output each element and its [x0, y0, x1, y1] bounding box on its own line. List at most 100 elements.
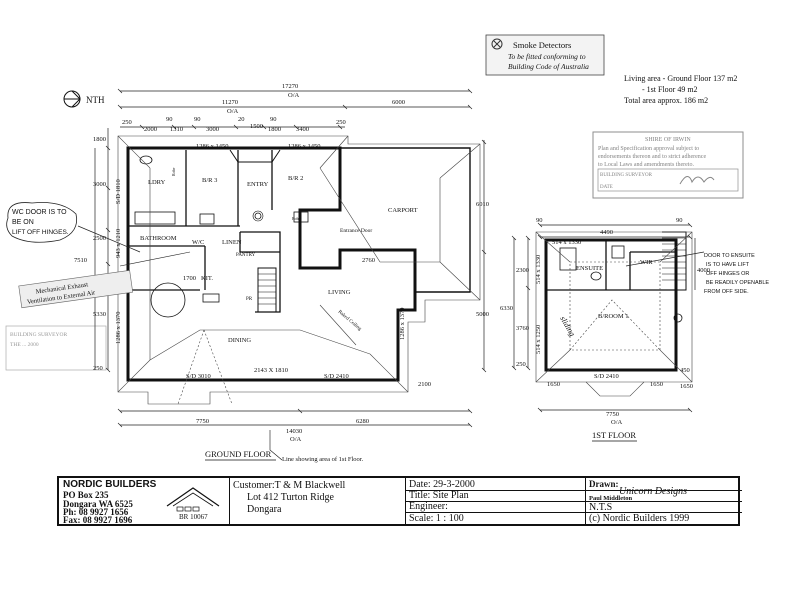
ff-room-bedroom: B/ROOM 1 — [598, 313, 629, 320]
gf-seg-8: 90 — [194, 116, 201, 123]
gf-win-0: 1286 x 1450 — [196, 143, 229, 150]
gf-room-labels: 1286 x 1450 1286 x 1450 S/D 1810 943 x 1… — [115, 143, 418, 380]
gf-win-6: 2143 X 1810 — [254, 367, 288, 374]
tb-col-company — [59, 478, 230, 524]
tb-rule-2 — [405, 501, 585, 502]
gf-bottom-oa: O/A — [290, 436, 302, 443]
wc-door-note: WC DOOR IS TO BE ON LIFT OFF HINGES. — [6, 202, 141, 253]
wc-note-3: LIFT OFF HINGES. — [12, 229, 69, 236]
tb-company: NORDIC BUILDERS — [63, 479, 157, 490]
gf-win-5: 1286 x 1370 — [399, 308, 406, 341]
ensuite-note-4: BE READILY OPENABLE — [706, 280, 769, 286]
ff-left-0: 2300 — [516, 267, 529, 274]
gf-room-entry: ENTRY — [247, 181, 269, 188]
exhaust-stamp: Mechanical Exhaust Ventilation to Extern… — [18, 270, 134, 309]
gf-robe-1: Robe — [171, 167, 176, 176]
gf-room-wc: W/C — [192, 239, 204, 246]
area-total: Total area approx. 186 m2 — [624, 96, 708, 105]
gf-room-kit: KIT. — [201, 275, 213, 282]
ff-win-0: 514 x 1330 — [552, 239, 581, 246]
gf-dim-main-oa: O/A — [227, 108, 239, 115]
builder-logo — [166, 487, 220, 512]
ensuite-note-2: IS TO HAVE LIFT — [706, 262, 750, 268]
gf-seg-1: 2000 — [144, 126, 157, 133]
ground-floor-walls — [126, 146, 471, 382]
smoke-title: Smoke Detectors — [513, 40, 571, 50]
gf-seg-4: 1800 — [268, 126, 281, 133]
gf-seg-7: 90 — [166, 116, 173, 123]
ff-right-1: 450 — [680, 367, 690, 374]
ff-win-1: 514 x 1330 — [535, 255, 542, 284]
gf-right-0: 6010 — [476, 201, 489, 208]
north-label: NTH — [86, 95, 105, 105]
ff-left-3: 250 — [516, 361, 526, 368]
gf-win-7: S/D 3010 — [186, 373, 211, 380]
gf-win-2: S/D 1810 — [115, 179, 122, 204]
shire-l4: BUILDING SURVEYOR — [600, 173, 653, 178]
gf-seg-6: 250 — [336, 119, 346, 126]
ff-top-1: 4490 — [600, 229, 613, 236]
tb-engineer: Engineer: — [409, 501, 448, 512]
tb-drafter: Paul Middleton — [589, 495, 633, 502]
tb-drawn-label: Drawn: — [589, 479, 619, 489]
gf-win-8: S/D 2410 — [324, 373, 349, 380]
gf-seg-5: 3400 — [296, 126, 309, 133]
gf-room-linen: LINEN — [222, 239, 242, 246]
ff-roof-lines — [535, 231, 693, 397]
tb-lot: Lot 412 Turton Ridge — [247, 492, 334, 503]
ff-bottom-0: 1650 — [547, 381, 560, 388]
shire-title: SHIRE OF IRWIN — [645, 137, 691, 143]
area-ground: Living area - Ground Floor 137 m2 — [624, 74, 737, 83]
gf-left-3: 7510 — [74, 257, 87, 264]
ff-room-labels: 514 x 1330 514 x 1330 514 x 1250 S/D 241… — [535, 239, 653, 380]
gf-right-2: 2100 — [418, 381, 431, 388]
gf-left-0: 1800 — [93, 136, 106, 143]
tb-date: Date: 29-3-2000 — [409, 479, 475, 490]
gf-title: GROUND FLOOR — [205, 449, 272, 459]
first-floor-walls — [544, 231, 687, 372]
ff-win-3: S/D 2410 — [594, 373, 619, 380]
tb-town: Dongara WA 6525 — [63, 499, 133, 509]
tb-po: PO Box 235 — [63, 490, 109, 500]
ensuite-note-5: FROM OFF SIDE. — [704, 289, 749, 295]
gf-dim-carport: 6000 — [392, 99, 405, 106]
gf-win-4: 1286 x 1370 — [115, 312, 122, 345]
gf-dimension-text: 17270 O/A 11270 O/A 6000 250 2000 1310 3… — [74, 83, 489, 443]
gf-win-9: 2760 — [362, 257, 375, 264]
ff-right-0: 4000 — [697, 267, 710, 274]
gf-win-3: 943 x 1210 — [115, 229, 122, 258]
surveyor-stamp: BUILDING SURVEYOR THE ... 2000 — [5, 325, 107, 371]
tb-customer: Customer:T & M Blackwell — [233, 480, 346, 491]
gf-dim-overall: 17270 — [282, 83, 298, 90]
gf-seg-10: 1500 — [250, 123, 263, 130]
gf-room-ldry: LDRY — [148, 179, 166, 186]
tb-rule-1 — [405, 490, 742, 491]
ff-top-0: 90 — [536, 217, 543, 224]
area-first: - 1st Floor 49 m2 — [642, 85, 698, 94]
gf-room-entrance: Entrance Door — [340, 228, 372, 234]
tb-drawn-by: Unicorn Designs — [619, 486, 688, 497]
ff-top-2: 90 — [676, 217, 683, 224]
gf-robe-2: Robe — [292, 216, 301, 221]
tb-rule-4 — [585, 501, 742, 502]
gf-left-1: 3000 — [93, 181, 106, 188]
shire-l1: Plan and Specification approval subject … — [598, 145, 699, 152]
tb-title: Title: Site Plan — [409, 490, 469, 501]
gf-room-carport: CARPORT — [388, 207, 418, 214]
gf-win-1: 1286 x 1450 — [288, 143, 321, 150]
tb-rule-3 — [405, 512, 742, 513]
wc-note-1: WC DOOR IS TO — [12, 209, 67, 216]
north-arrow: NTH — [63, 90, 105, 108]
ff-title: 1ST FLOOR — [592, 430, 636, 440]
ensuite-door-note: DOOR TO ENSUITE IS TO HAVE LIFT OFF HING… — [625, 251, 769, 295]
ff-left-2: 3760 — [516, 325, 529, 332]
shire-approval-stamp: SHIRE OF IRWIN Plan and Specification ap… — [592, 131, 744, 199]
wc-note-2: BE ON — [12, 219, 34, 226]
shire-l5: DATE — [600, 185, 613, 190]
gf-bottom-0: 7750 — [196, 418, 209, 425]
gf-dim-main: 11270 — [222, 99, 238, 106]
gf-room-living: LIVING — [328, 289, 351, 296]
gf-raked: Raked Ceiling — [337, 310, 363, 333]
gf-right-1: 5000 — [476, 311, 489, 318]
